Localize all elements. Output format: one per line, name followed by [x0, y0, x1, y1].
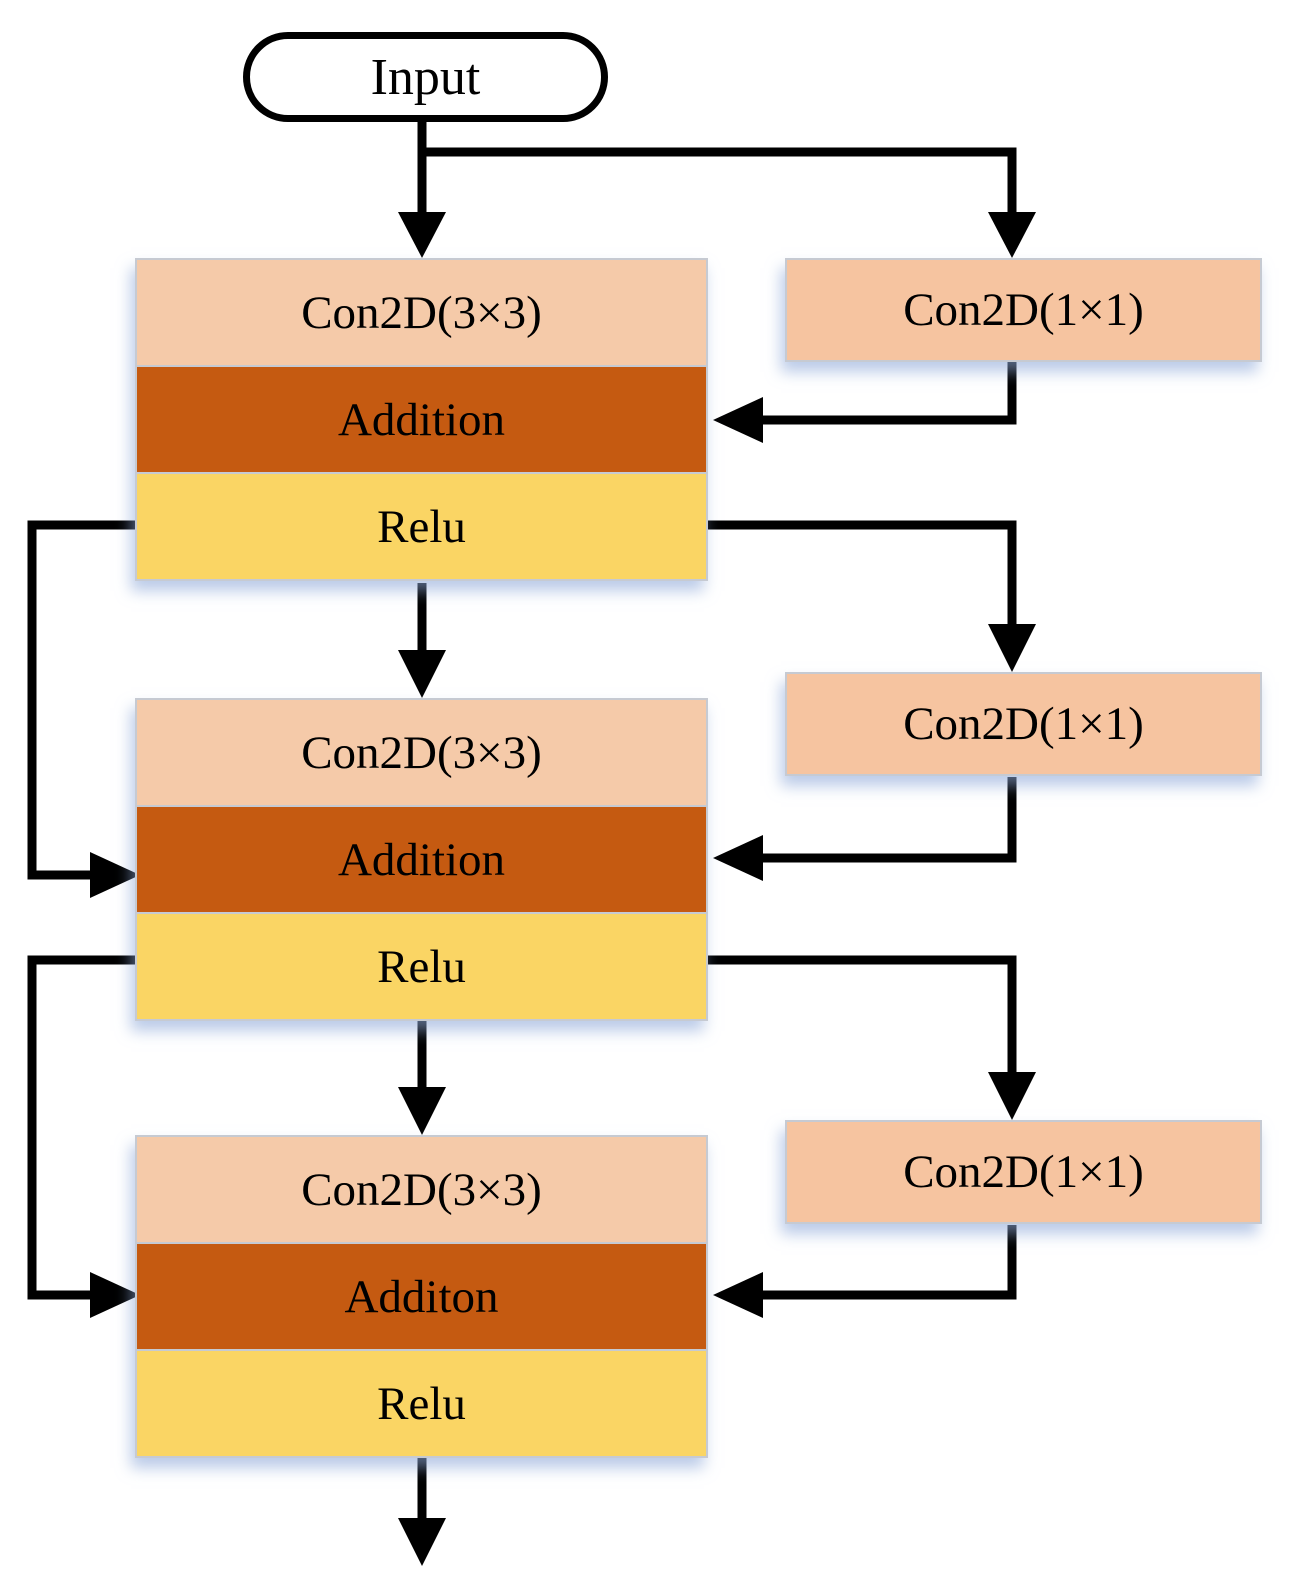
conv1x1-box-3: Con2D(1×1)	[785, 1120, 1262, 1224]
arrowhead-down-icon	[398, 212, 446, 258]
arrowhead-left-icon	[713, 397, 763, 443]
arrowhead-left-icon	[713, 835, 763, 881]
conv3x3-layer: Con2D(3×3)	[137, 1137, 706, 1242]
conv3x3-layer: Con2D(3×3)	[137, 260, 706, 365]
arrowhead-down-icon	[398, 1518, 446, 1566]
edge-sidebox2-to-addition2	[761, 777, 1017, 863]
edge-relu2-to-sidebox3	[708, 955, 1017, 1074]
arrowhead-right-icon	[90, 1272, 140, 1318]
relu-layer: Relu	[137, 912, 706, 1019]
edge-relu2-skip-to-additon3	[27, 955, 138, 1300]
edge-input-to-sidebox1	[422, 147, 1017, 214]
edge-sidebox1-to-addition1	[761, 362, 1017, 425]
edge-sidebox3-to-additon3	[761, 1225, 1017, 1300]
edge-relu1-to-sidebox2	[708, 520, 1017, 626]
residual-block-3: Con2D(3×3) Additon Relu	[135, 1135, 708, 1458]
arrowhead-down-icon	[398, 650, 446, 698]
arrowhead-down-icon	[988, 624, 1036, 672]
relu-layer: Relu	[137, 472, 706, 579]
addition-layer: Additon	[137, 1242, 706, 1349]
arrowhead-left-icon	[713, 1272, 763, 1318]
input-node: Input	[243, 32, 608, 122]
residual-block-1: Con2D(3×3) Addition Relu	[135, 258, 708, 581]
conv1x1-box-1: Con2D(1×1)	[785, 258, 1262, 362]
arrowhead-right-icon	[90, 852, 140, 898]
arrowhead-down-icon	[988, 1072, 1036, 1120]
relu-layer: Relu	[137, 1349, 706, 1456]
residual-block-2: Con2D(3×3) Addition Relu	[135, 698, 708, 1021]
arrowhead-down-icon	[398, 1087, 446, 1135]
conv3x3-layer: Con2D(3×3)	[137, 700, 706, 805]
addition-layer: Addition	[137, 805, 706, 912]
edge-relu1-skip-to-addition2	[27, 520, 138, 880]
arrowhead-down-icon	[988, 212, 1036, 258]
addition-layer: Addition	[137, 365, 706, 472]
conv1x1-box-2: Con2D(1×1)	[785, 672, 1262, 776]
